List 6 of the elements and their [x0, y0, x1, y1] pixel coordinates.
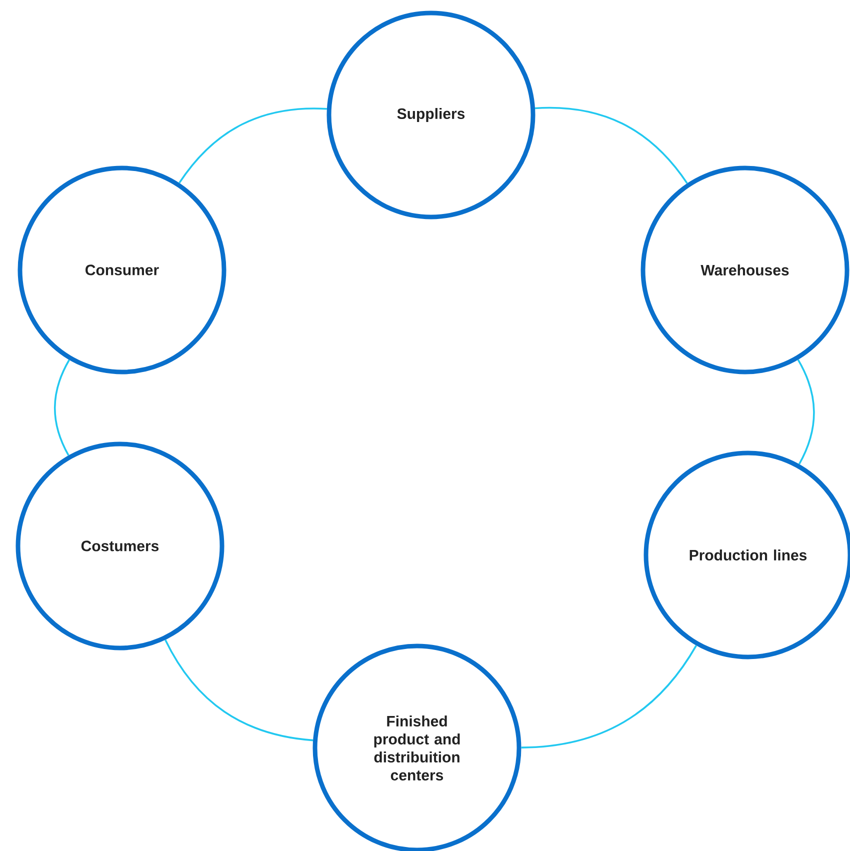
connector-arc: [178, 108, 327, 184]
connector-arc: [54, 359, 70, 456]
connector-arc: [521, 645, 698, 748]
connector-arc: [535, 106, 688, 184]
connector-arc: [164, 639, 314, 742]
connector-arc: [797, 359, 815, 465]
